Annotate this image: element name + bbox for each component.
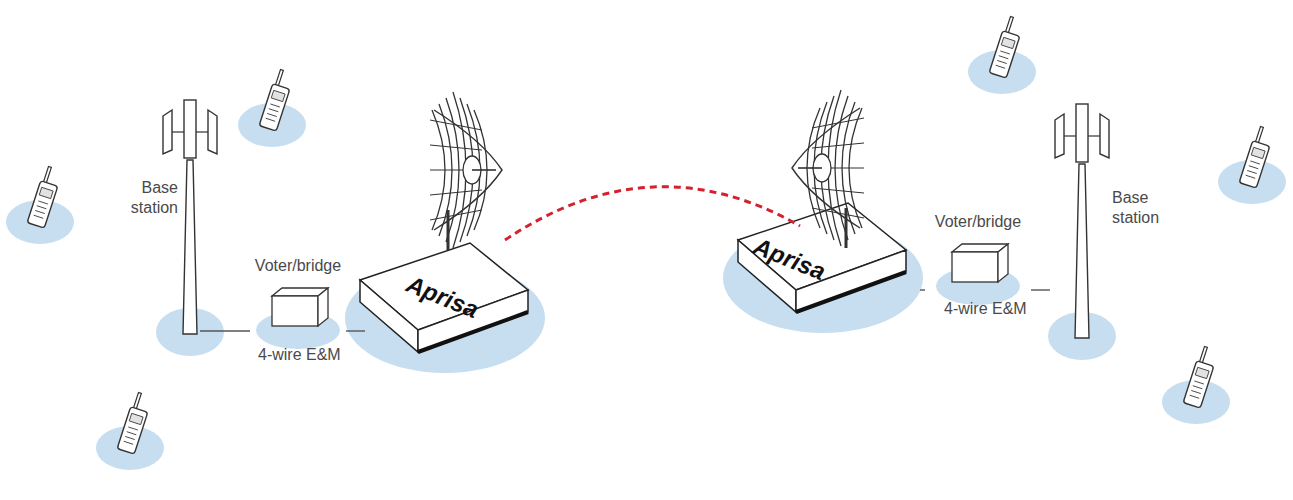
- voter-icon: [256, 288, 340, 349]
- radio-icon: [238, 68, 306, 147]
- interface-label: 4-wire E&M: [944, 300, 1027, 318]
- wire-link: [346, 330, 365, 331]
- interface-label: 4-wire E&M: [258, 346, 341, 364]
- voter-bridge: Voter/bridge: [925, 200, 1031, 300]
- node-label: Base station: [118, 178, 178, 218]
- radio-icon: [1218, 125, 1286, 204]
- radio-icon: [6, 165, 74, 244]
- aprisa-radio: Aprisa: [800, 140, 920, 380]
- radio-icon: [96, 391, 164, 470]
- dish-antenna: [430, 92, 502, 250]
- radio-icon: [1162, 345, 1230, 424]
- node-label: Voter/bridge: [925, 212, 1031, 232]
- node-label: Voter/bridge: [250, 256, 346, 276]
- base-station: Base station: [118, 100, 200, 345]
- wire-link: [920, 289, 925, 290]
- tower-icon: [156, 100, 224, 356]
- radio-link: [505, 187, 800, 240]
- node-label: Base station: [1112, 188, 1178, 228]
- brand-label: Aprisa: [403, 270, 483, 324]
- device-icon: [345, 243, 545, 373]
- wire-link: [200, 330, 250, 331]
- voter-icon: [936, 244, 1020, 305]
- aprisa-radio: Aprisa: [365, 140, 505, 400]
- dish-antenna: [792, 90, 864, 248]
- base-station: Base station: [1050, 100, 1185, 345]
- voter-bridge: Voter/bridge: [250, 250, 346, 340]
- radio-icon: [968, 15, 1036, 94]
- wire-link: [1031, 289, 1050, 290]
- tower-icon: [1048, 104, 1116, 360]
